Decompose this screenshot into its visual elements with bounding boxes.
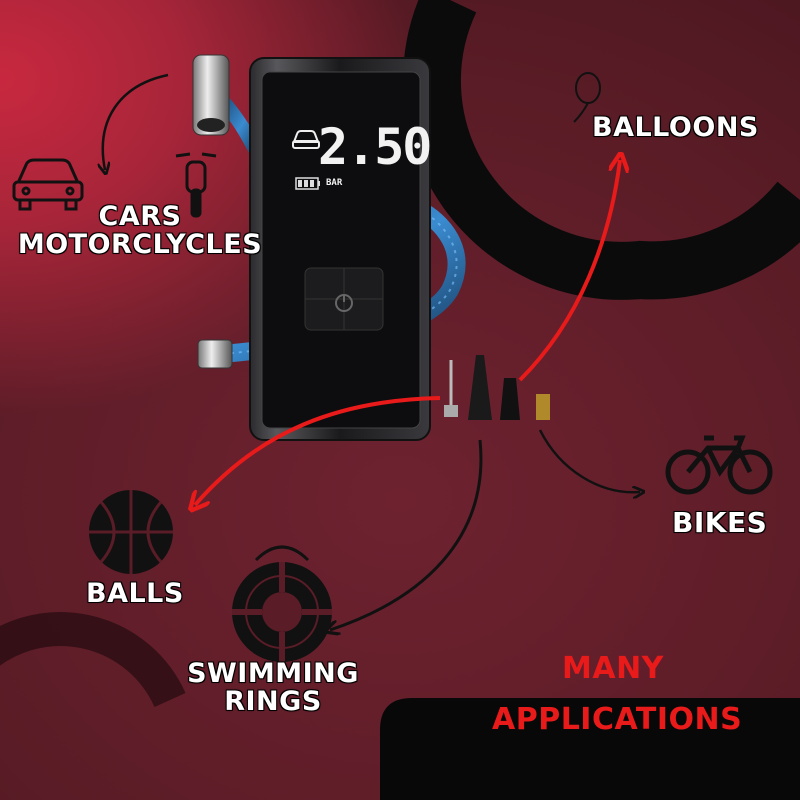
swim-ring-icon: [232, 545, 332, 662]
car-icon: [12, 158, 84, 211]
arrow-to-balls: [195, 396, 441, 505]
arrow-to-swimming-rings: [330, 439, 483, 630]
pressure-unit: BAR: [326, 178, 343, 188]
pressure-readout: 2.50: [318, 118, 432, 176]
balls-label: BALLS: [86, 578, 184, 609]
arrow-to-bikes: [538, 429, 640, 492]
bikes-label: BIKES: [672, 506, 768, 539]
basketball-icon: [89, 490, 173, 574]
cars-label-line1: CARS: [98, 201, 182, 232]
bicycle-icon: [665, 435, 773, 495]
balloon-icon: [573, 72, 601, 123]
applications-label: APPLICATIONS: [492, 702, 743, 737]
swimming-rings-label: SWIMMING RINGS: [186, 658, 360, 718]
cone-adapter: [468, 355, 492, 420]
car-icon: [292, 130, 320, 149]
swimming-label-line2: RINGS: [224, 686, 322, 718]
balloons-label: BALLOONS: [592, 112, 759, 143]
presta-adapter: [536, 394, 550, 420]
battery-icon: [295, 177, 320, 190]
arrow-to-cars: [103, 73, 169, 170]
arrow-to-balloons: [518, 160, 620, 382]
cars-label: CARS MOTORCLYCLES: [14, 201, 266, 261]
cars-label-line2: MOTORCLYCLES: [17, 229, 263, 261]
many-label: MANY: [562, 651, 664, 686]
short-adapter: [500, 378, 520, 420]
swimming-label-line1: SWIMMING: [187, 658, 359, 689]
motorcycle-icon: [175, 152, 217, 218]
